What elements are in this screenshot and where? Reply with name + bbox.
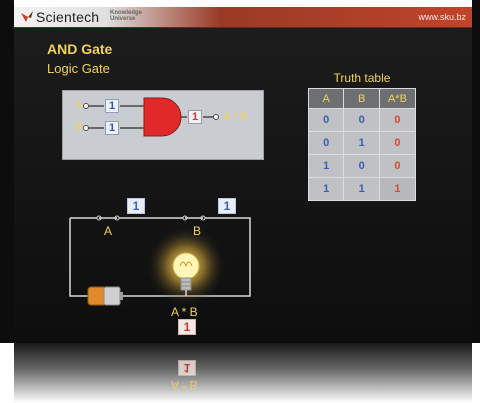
header-cell-b: B — [343, 88, 380, 109]
table-row: 1 0 0 — [307, 154, 417, 178]
table-row: 1 1 1 — [307, 177, 417, 201]
reflected-lamp-label: A * B — [171, 378, 198, 392]
gate-output-value: 1 — [188, 110, 202, 124]
simulation-stage: AND Gate Logic Gate A B 1 1 1 A * B Trut… — [14, 28, 472, 343]
table-cell: 0 — [378, 154, 417, 178]
battery-icon — [87, 286, 123, 306]
gate-input-a-toggle[interactable]: 1 — [105, 99, 119, 113]
switch-b-label: B — [193, 224, 202, 238]
tagline-line-1: Knowledge — [110, 10, 143, 16]
switch-b-toggle[interactable]: 1 — [218, 198, 236, 214]
and-gate-icon — [143, 97, 182, 137]
table-cell: 0 — [307, 108, 345, 132]
lamp-label: A * B — [171, 305, 198, 319]
table-cell: 1 — [343, 131, 380, 155]
page-title: AND Gate — [47, 41, 113, 57]
table-cell: 0 — [343, 108, 380, 132]
header-bar: Scientech Knowledge Universe www.sku.bz — [14, 7, 472, 28]
table-cell: 1 — [307, 177, 345, 201]
gate-input-a-label: A — [75, 99, 83, 111]
page-subtitle: Logic Gate — [47, 61, 110, 76]
table-row: 0 1 0 — [307, 131, 417, 155]
truth-table-title: Truth table — [333, 71, 391, 85]
header-cell-a: A — [307, 88, 345, 109]
site-url-link[interactable]: www.sku.bz — [418, 12, 466, 22]
table-cell: 1 — [307, 154, 345, 178]
brand-name: Scientech — [36, 9, 100, 25]
circuit-wiring — [69, 215, 251, 306]
table-cell: 0 — [378, 131, 417, 155]
table-cell: 1 — [343, 177, 380, 201]
reflection-area: 1 A * B — [14, 343, 472, 403]
gate-input-b-toggle[interactable]: 1 — [105, 121, 119, 135]
left-border — [0, 0, 14, 343]
right-border — [472, 0, 480, 343]
switch-a-toggle[interactable]: 1 — [127, 198, 145, 214]
table-cell: 0 — [343, 154, 380, 178]
truth-table: A B A*B 0 0 0 0 1 0 1 0 0 1 1 1 — [307, 88, 417, 201]
light-bulb-icon — [172, 252, 200, 296]
switch-a-label: A — [104, 224, 113, 238]
table-cell: 0 — [378, 108, 417, 132]
brand-tagline: Knowledge Universe — [110, 10, 142, 22]
and-gate-wires — [83, 97, 219, 137]
lamp-output-value: 1 — [178, 319, 196, 335]
gate-input-b-label: B — [75, 121, 83, 133]
header-cell-output: A*B — [378, 88, 417, 109]
table-cell: 1 — [378, 177, 417, 201]
reflected-lamp-value: 1 — [178, 360, 196, 376]
truth-table-header: A B A*B — [307, 88, 417, 109]
table-row: 0 0 0 — [307, 108, 417, 132]
scientech-logo-icon — [21, 11, 33, 22]
table-cell: 0 — [307, 131, 345, 155]
gate-output-label: A * B — [223, 111, 248, 123]
tagline-line-2: Universe — [110, 16, 136, 22]
